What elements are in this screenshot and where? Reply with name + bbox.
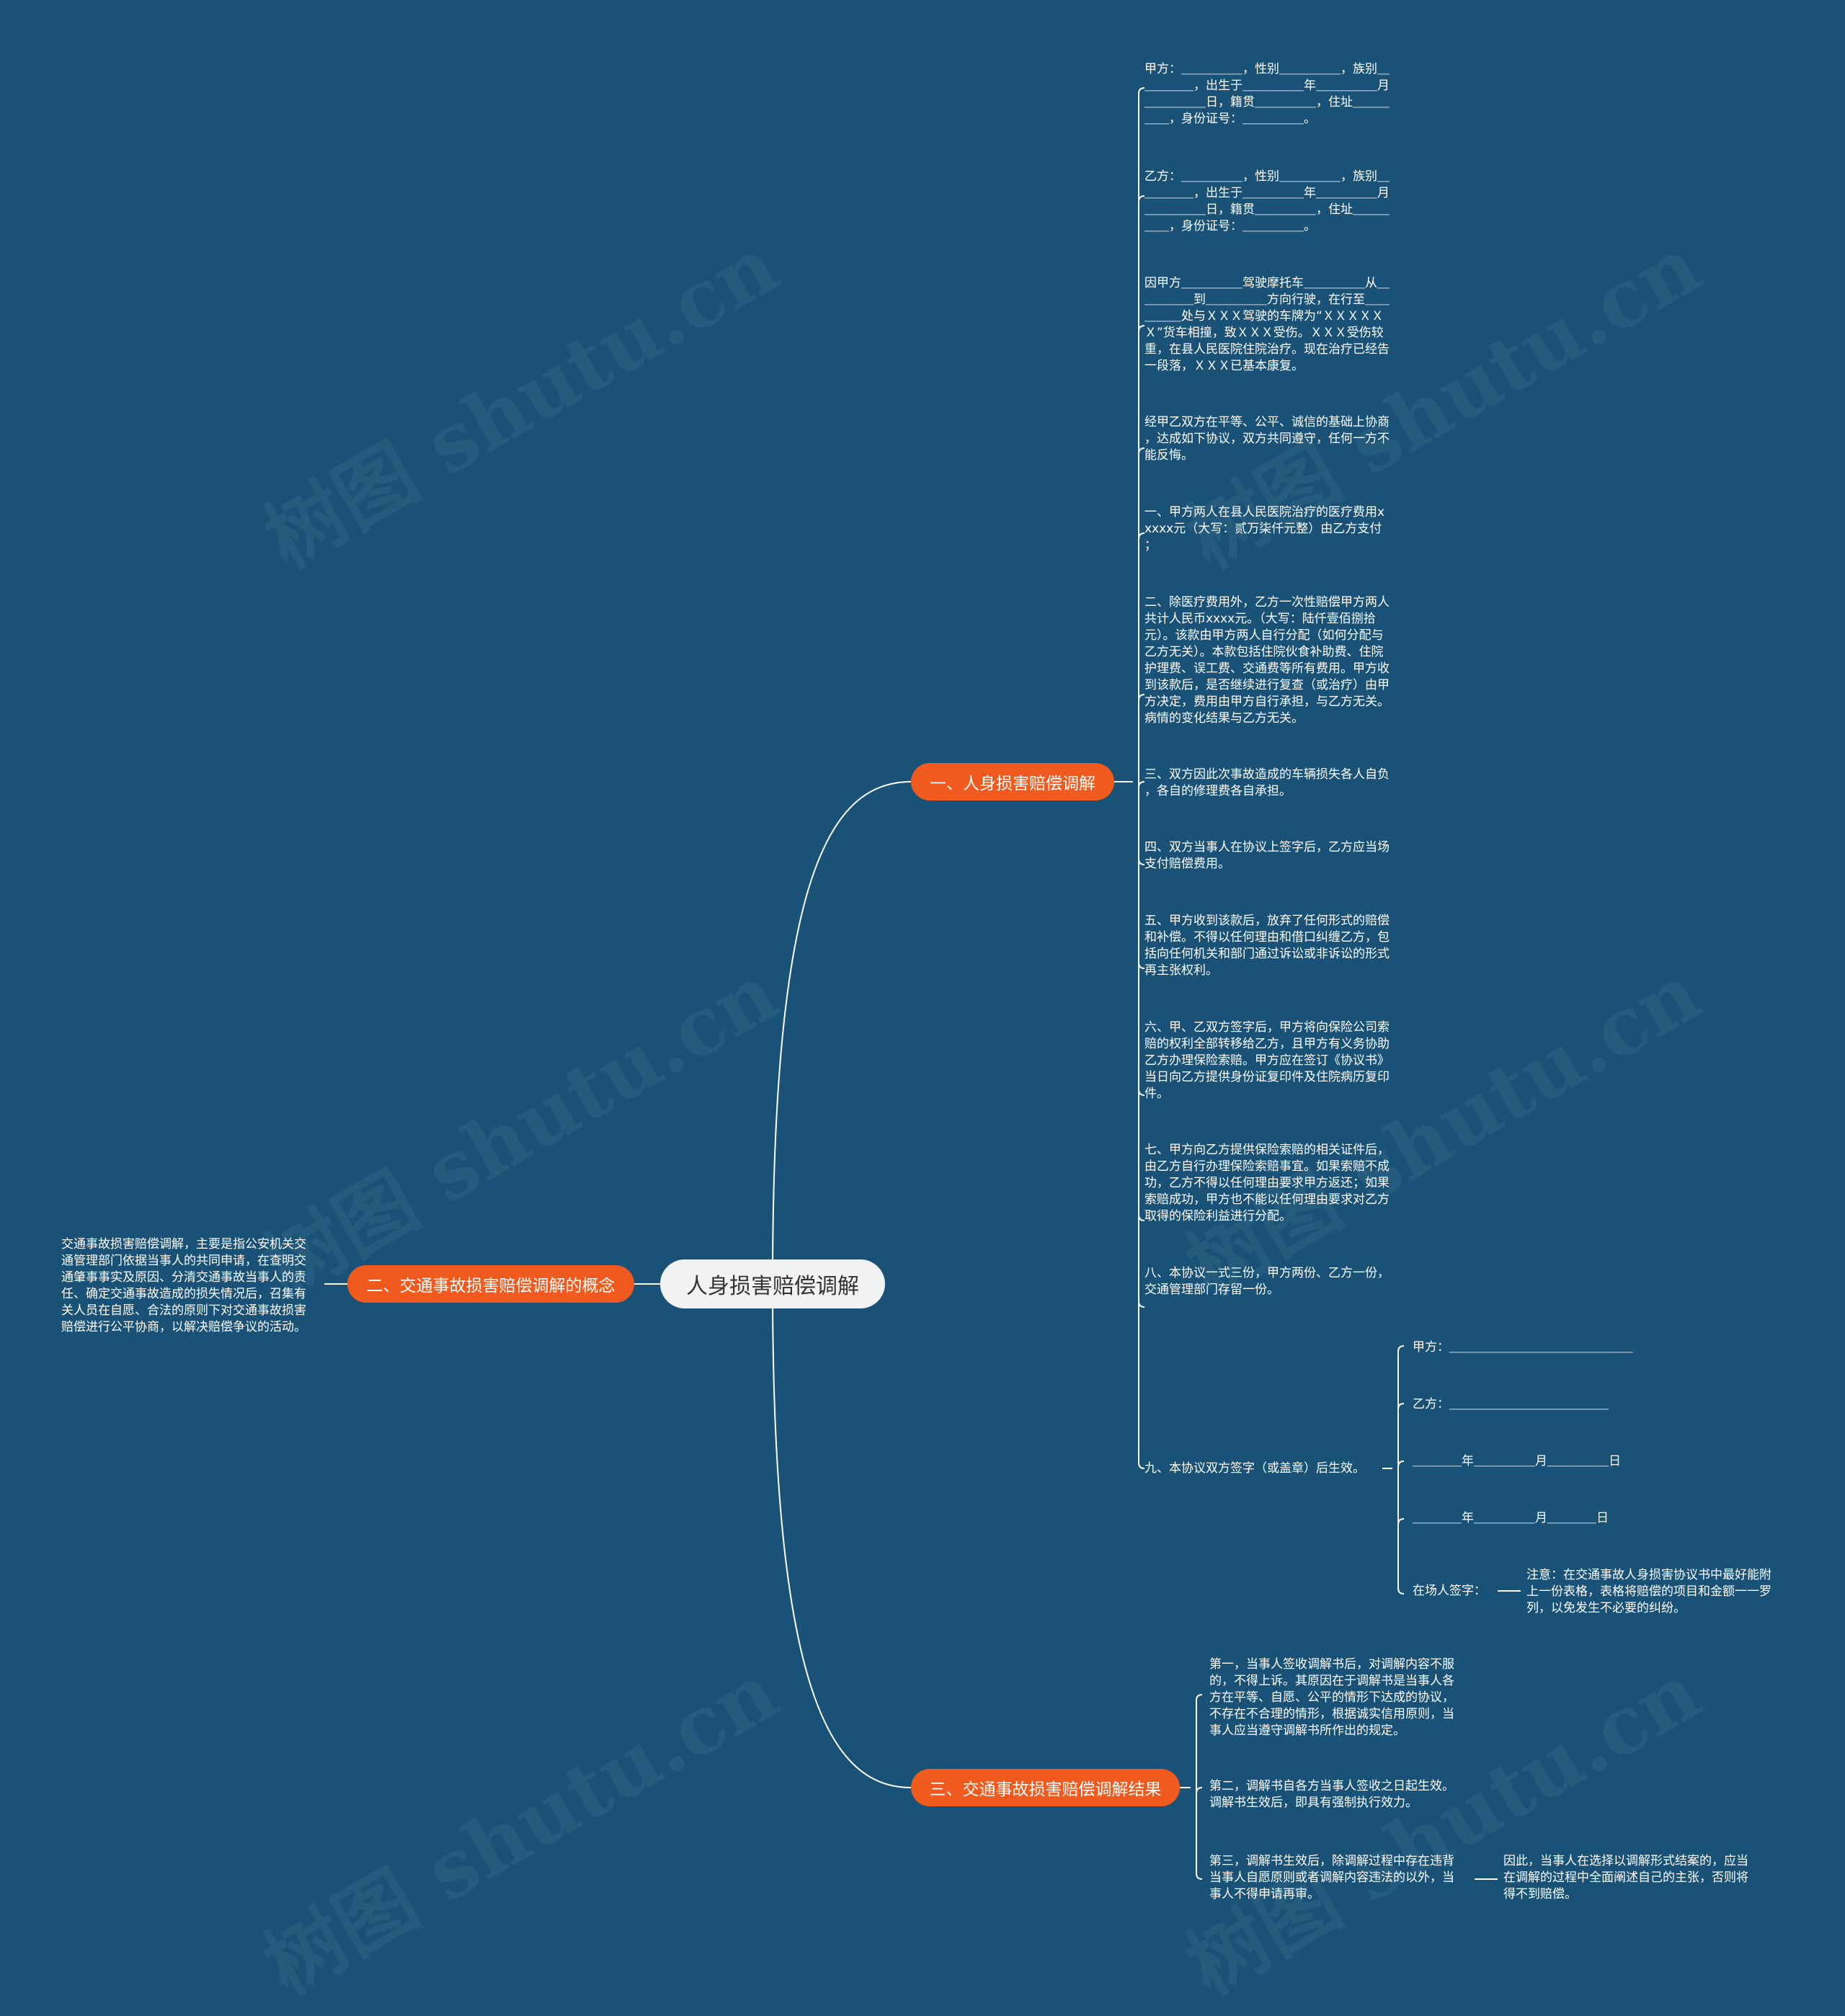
branch-3-node[interactable]: 三、交通事故损害赔偿调解结果	[911, 1769, 1180, 1806]
result-2: 第二，调解书自各方当事人签收之日起生效。 调解书生效后，即具有强制执行效力。	[1209, 1779, 1454, 1810]
leaf-clause-7: 七、甲方向乙方提供保险索赔的相关证件后， 由乙方自行办理保险索赔事宜。如果索赔不…	[1144, 1143, 1390, 1223]
result-3-sub: 因此，当事人在选择以调解形式结案的，应当 在调解的过程中全面阐述自己的主张，否则…	[1503, 1854, 1748, 1901]
link-root-b3	[772, 1283, 912, 1788]
leaf-clause-3: 三、双方因此次事故造成的车辆损失各人自负 ，各自的修理费各自承担。	[1144, 767, 1390, 798]
sign-party-b: 乙方：＿＿＿＿＿＿＿＿＿＿＿＿＿	[1413, 1397, 1609, 1411]
sign-note: 注意：在交通事故人身损害协议书中最好能附 上一份表格，表格将赔偿的项目和金额一一…	[1526, 1568, 1771, 1615]
leaf-clause-4: 四、双方当事人在协议上签字后，乙方应当场 支付赔偿费用。	[1144, 840, 1390, 871]
sign-party-a: 甲方：＿＿＿＿＿＿＿＿＿＿＿＿＿＿＿	[1413, 1340, 1633, 1355]
leaf-negotiation: 经甲乙双方在平等、公平、诚信的基础上协商 ，达成如下协议，双方共同遵守，任何一方…	[1144, 415, 1390, 463]
link-root-b1	[772, 781, 912, 1285]
leaf-accident-facts: 因甲方＿＿＿＿＿驾驶摩托车＿＿＿＿＿从＿ ＿＿＿＿到＿＿＿＿＿方向行驶，在行至＿…	[1144, 276, 1390, 373]
sign-witness: 在场人签字：	[1413, 1584, 1486, 1598]
leaf-party-b: 乙方：＿＿＿＿＿，性别＿＿＿＿＿，族别＿ ＿＿＿＿，出生于＿＿＿＿＿年＿＿＿＿＿…	[1144, 169, 1390, 233]
branch-2-node[interactable]: 二、交通事故损害赔偿调解的概念	[347, 1265, 634, 1303]
leaf-clause-5: 五、甲方收到该款后，放弃了任何形式的赔偿 和补偿。不得以任何理由和借口纠缠乙方，…	[1144, 914, 1390, 978]
sign-date-2: ＿＿＿＿年＿＿＿＿＿月＿＿＿＿日	[1413, 1511, 1609, 1525]
leaf-clause-6: 六、甲、乙双方签字后，甲方将向保险公司索 赔的权利全部转移给乙方，且甲方有义务协…	[1144, 1020, 1390, 1101]
leaf-clause-1: 一、甲方两人在县人民医院治疗的医疗费用x xxxx元（大写：贰万柒仟元整）由乙方…	[1144, 505, 1385, 553]
root-node[interactable]: 人身损害赔偿调解	[660, 1259, 885, 1308]
leaf-clause-9: 九、本协议双方签字（或盖章）后生效。	[1144, 1461, 1365, 1476]
sign-date-1: ＿＿＿＿年＿＿＿＿＿月＿＿＿＿＿日	[1413, 1454, 1621, 1468]
result-3: 第三，调解书生效后，除调解过程中存在违背 当事人自愿原则或者调解内容违法的以外，…	[1209, 1854, 1454, 1901]
branch-1-node[interactable]: 一、人身损害赔偿调解	[911, 763, 1114, 800]
result-1: 第一，当事人签收调解书后，对调解内容不服 的，不得上诉。其原因在于调解书是当事人…	[1209, 1657, 1454, 1738]
connector-lines	[324, 87, 1521, 1880]
leaf-clause-2: 二、除医疗费用外，乙方一次性赔偿甲方两人 共计人民币xxxx元。（大写：陆仟壹佰…	[1144, 595, 1390, 726]
concept-text: 交通事故损害赔偿调解，主要是指公安机关交 通管理部门依据当事人的共同申请，在查明…	[61, 1237, 306, 1334]
leaf-clause-8: 八、本协议一式三份，甲方两份、乙方一份， 交通管理部门存留一份。	[1144, 1266, 1390, 1297]
leaf-party-a: 甲方：＿＿＿＿＿，性别＿＿＿＿＿，族别＿ ＿＿＿＿，出生于＿＿＿＿＿年＿＿＿＿＿…	[1144, 62, 1390, 126]
